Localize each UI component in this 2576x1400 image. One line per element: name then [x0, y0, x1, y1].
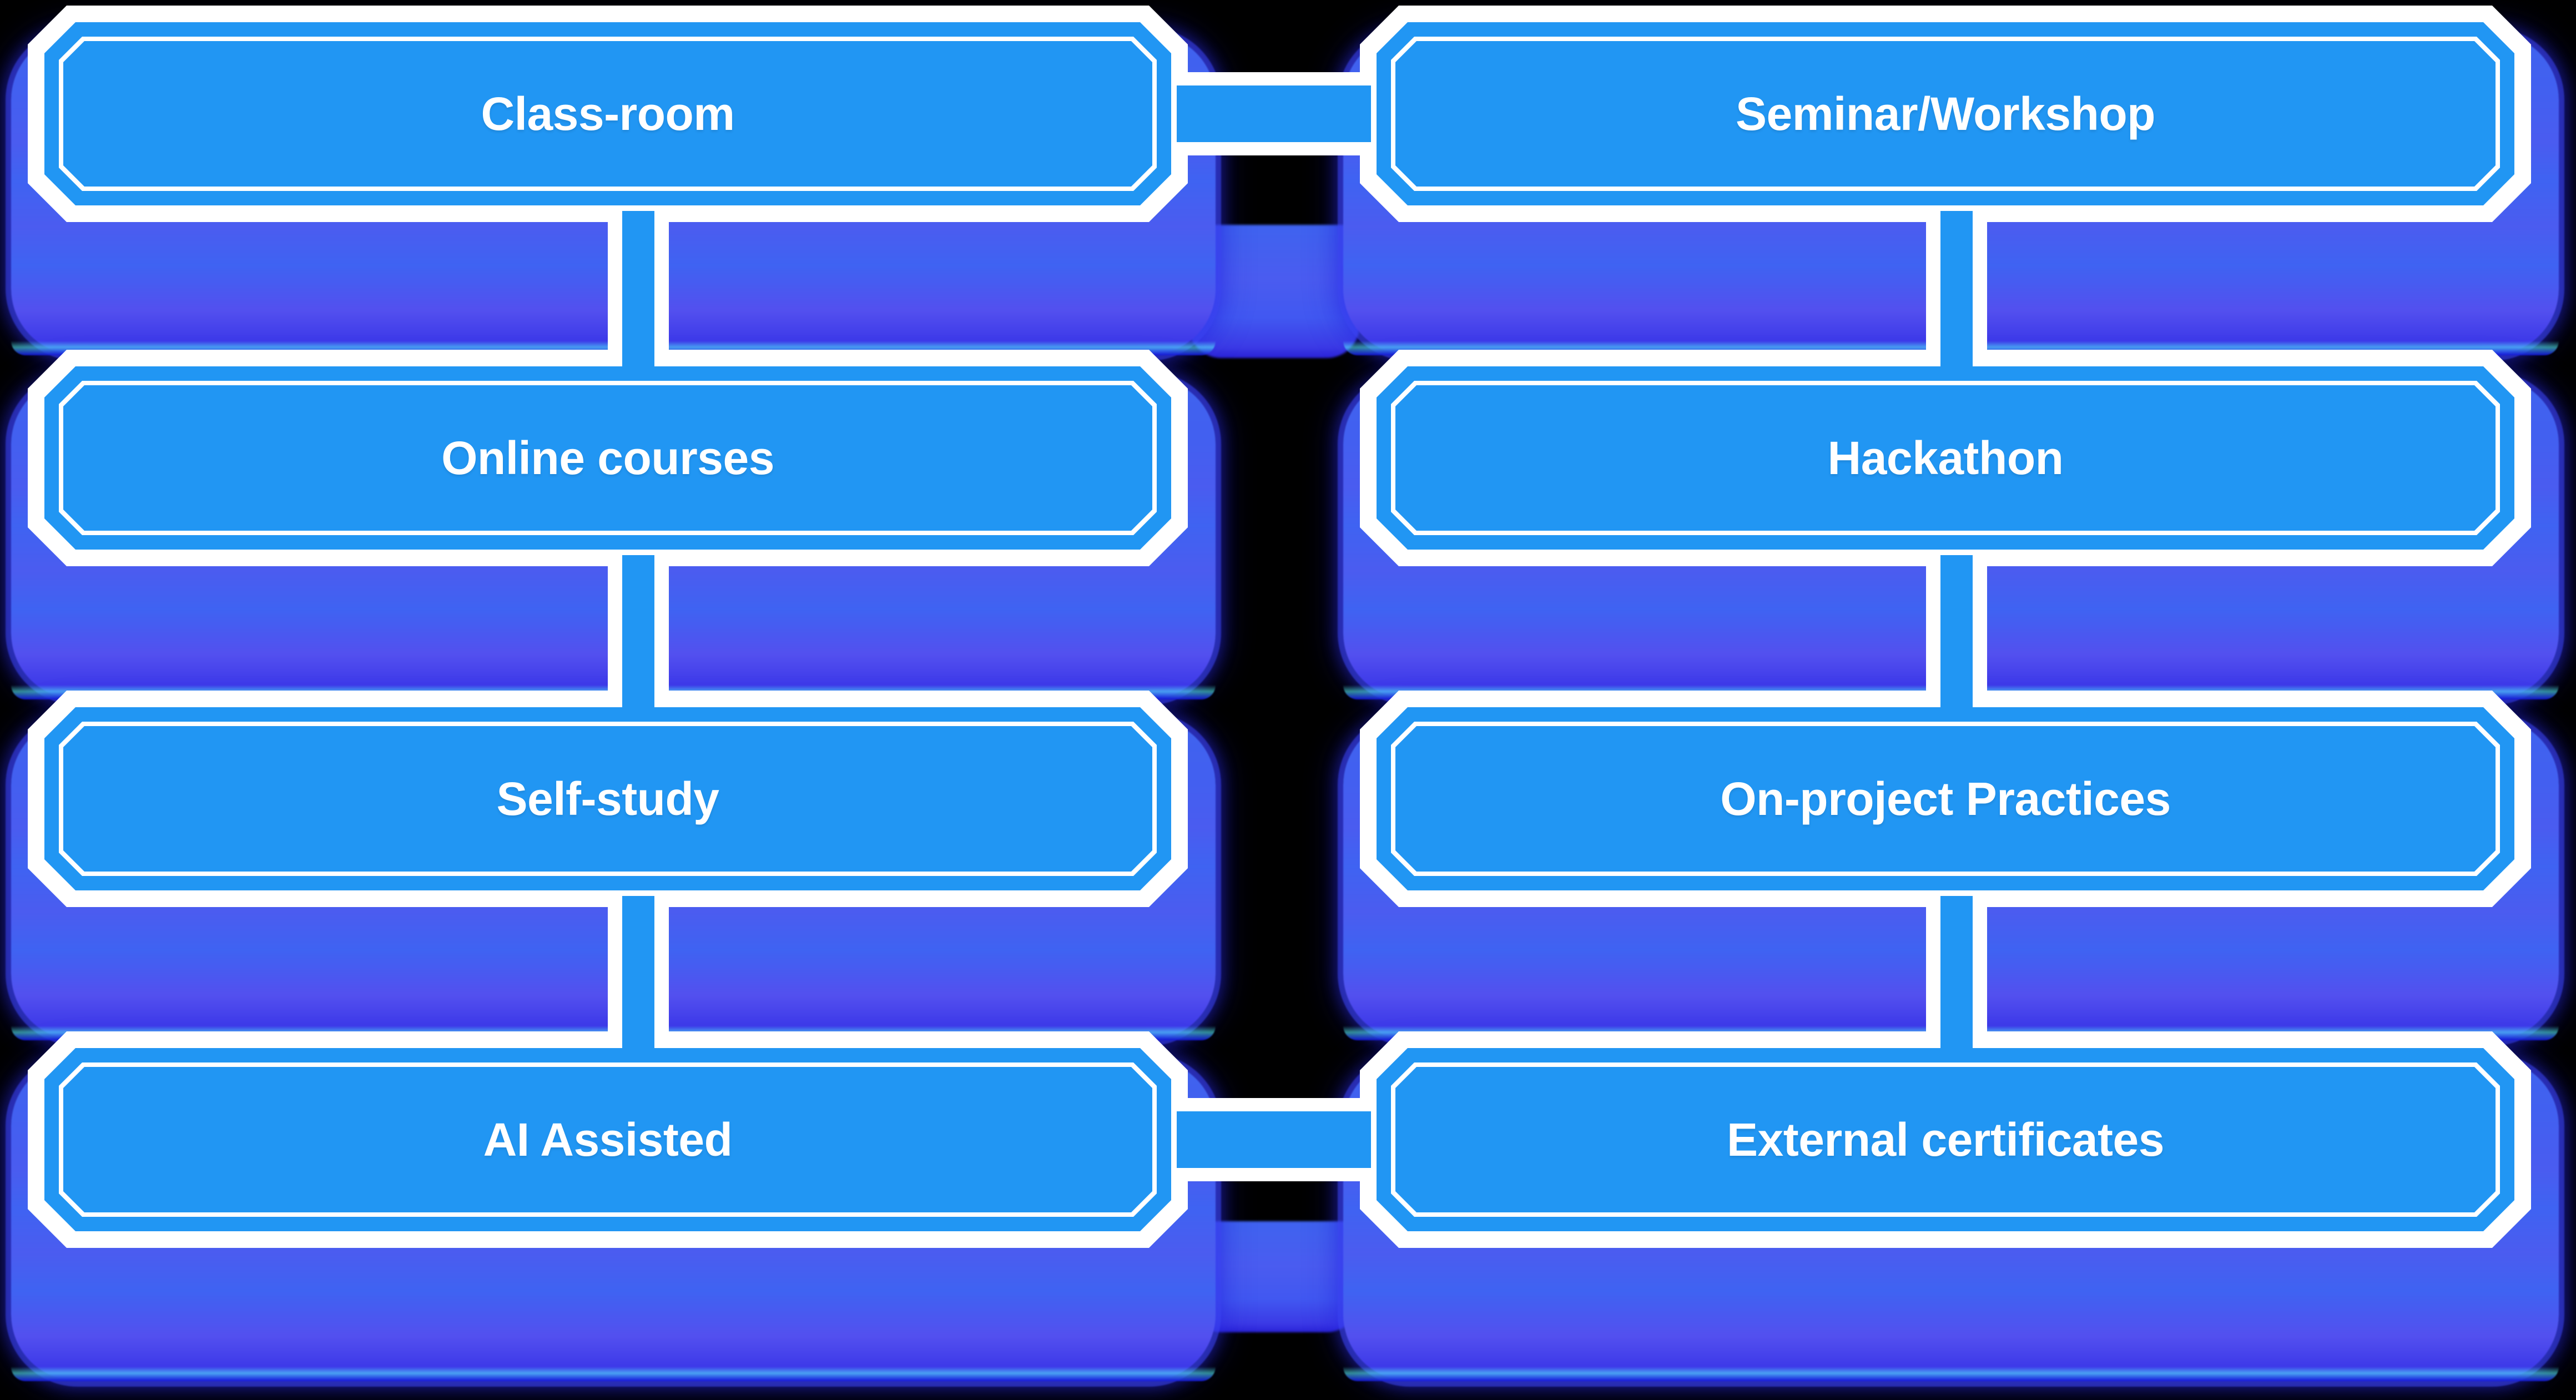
node-label: Online courses [441, 432, 774, 484]
node-inner-fill [63, 726, 1152, 872]
node-label: On-project Practices [1720, 773, 2171, 825]
connector-line [622, 555, 654, 707]
node-inner-fill [63, 1067, 1152, 1212]
node-label: Hackathon [1827, 432, 2064, 484]
node-inner-fill [1395, 385, 2496, 531]
node-label: Class-room [481, 88, 735, 140]
node-inner-fill [63, 41, 1152, 187]
node-seminar-workshop[interactable]: Seminar/Workshop [1377, 22, 2514, 205]
node-hackathon[interactable]: Hackathon [1377, 366, 2514, 550]
connector-self-study-to-ai-assisted [608, 896, 669, 1048]
node-label: AI Assisted [483, 1114, 733, 1166]
connector-on-project-practices-to-external-certificates [1926, 896, 1987, 1048]
bridge-shadow-top [1188, 225, 1360, 358]
node-self-study[interactable]: Self-study [44, 707, 1171, 890]
connector-seminar-workshop-to-hackathon [1926, 211, 1987, 366]
node-inner-fill [1395, 41, 2496, 187]
connector-line [622, 211, 654, 366]
connector-ai-assisted-to-external-certificates [1177, 1098, 1371, 1181]
connector-line [1940, 211, 1973, 366]
node-inner-fill [63, 385, 1152, 531]
node-label: External certificates [1727, 1114, 2164, 1166]
node-inner-fill [1395, 1067, 2496, 1212]
connector-line [622, 896, 654, 1048]
connector-line [1940, 555, 1973, 707]
node-ai-assisted[interactable]: AI Assisted [44, 1048, 1171, 1231]
connector-line [1940, 896, 1973, 1048]
node-class-room[interactable]: Class-room [44, 22, 1171, 205]
connector-line [1177, 1111, 1371, 1168]
connector-line [1177, 85, 1371, 142]
connector-class-room-to-online-courses [608, 211, 669, 366]
node-label: Seminar/Workshop [1736, 88, 2155, 140]
connector-online-courses-to-self-study [608, 555, 669, 707]
node-online-courses[interactable]: Online courses [44, 366, 1171, 550]
node-external-certificates[interactable]: External certificates [1377, 1048, 2514, 1231]
node-on-project-practices[interactable]: On-project Practices [1377, 707, 2514, 890]
node-inner-fill [1395, 726, 2496, 872]
bridge-shadow-bottom [1188, 1221, 1360, 1332]
node-label: Self-study [496, 773, 719, 825]
connector-class-room-to-seminar-workshop [1177, 72, 1371, 155]
connector-hackathon-to-on-project-practices [1926, 555, 1987, 707]
